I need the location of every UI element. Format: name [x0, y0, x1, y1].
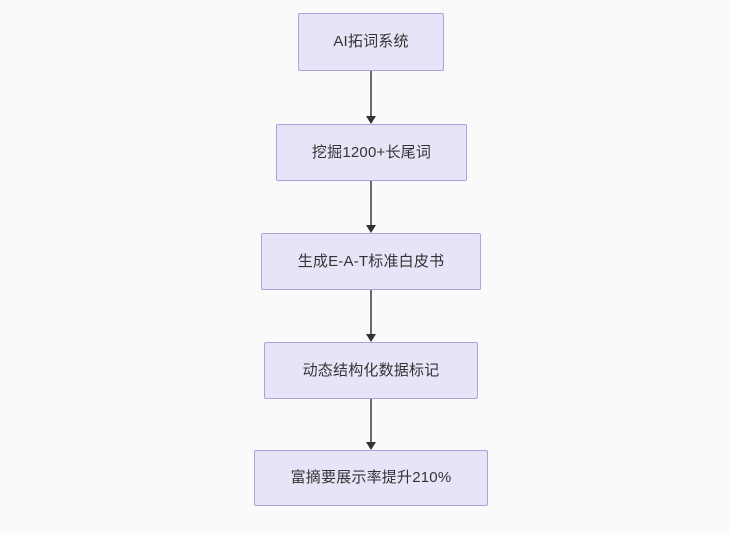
arrow-down-icon: [366, 442, 376, 450]
flow-node-ai-keyword-system[interactable]: AI拓词系统: [298, 13, 444, 71]
flow-node-label: AI拓词系统: [333, 33, 409, 50]
flow-node-label: 富摘要展示率提升210%: [290, 469, 452, 486]
flow-edge-line: [370, 181, 372, 225]
flow-node-generate-eat-whitepaper[interactable]: 生成E-A-T标准白皮书: [261, 233, 481, 290]
arrow-down-icon: [366, 116, 376, 124]
flow-edge-line: [370, 290, 372, 334]
arrow-down-icon: [366, 225, 376, 233]
flow-node-label: 动态结构化数据标记: [302, 361, 440, 379]
flow-node-label: 生成E-A-T标准白皮书: [297, 252, 445, 270]
flow-node-dynamic-structured-data-markup[interactable]: 动态结构化数据标记: [264, 342, 478, 399]
flow-node-rich-snippet-impression-uplift[interactable]: 富摘要展示率提升210%: [254, 450, 488, 506]
flow-node-mine-longtail-keywords[interactable]: 挖掘1200+长尾词: [276, 124, 467, 181]
flow-edge-line: [370, 71, 372, 116]
flow-edge-line: [370, 399, 372, 442]
arrow-down-icon: [366, 334, 376, 342]
flow-node-label: 挖掘1200+长尾词: [311, 143, 432, 161]
